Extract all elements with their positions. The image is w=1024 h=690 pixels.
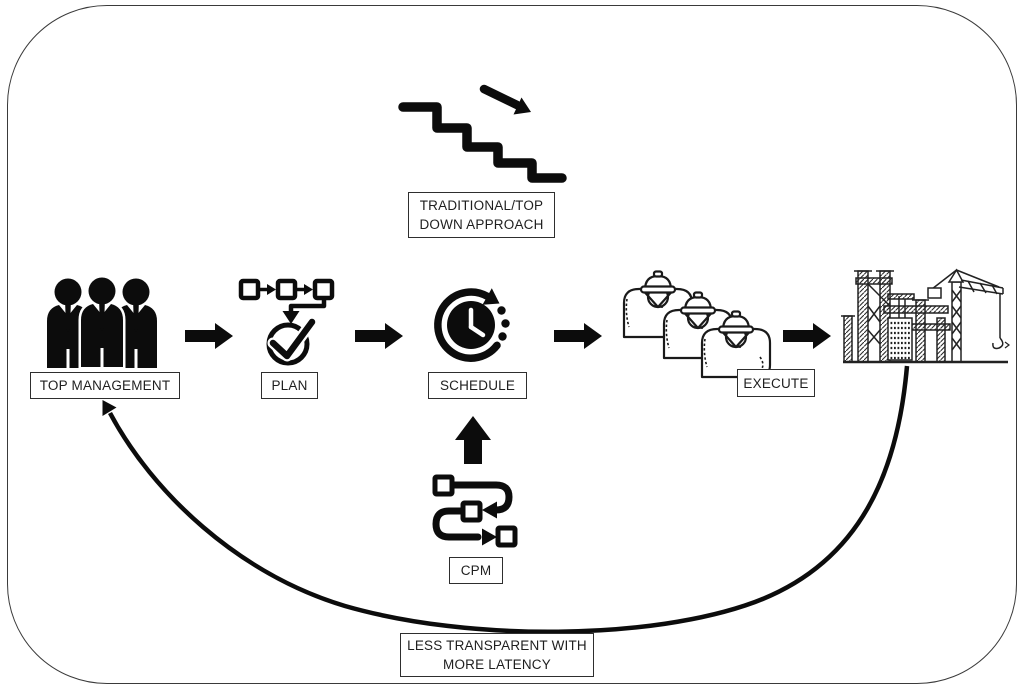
cpm-label: CPM [449, 557, 503, 584]
construction-workers-icon [622, 270, 772, 379]
business-team-icon [47, 278, 157, 369]
feedback-label-line1: LESS TRANSPARENT WITH [407, 638, 587, 653]
node-label-schedule: SCHEDULE [428, 372, 527, 399]
top-banner-label-line2: DOWN APPROACH [419, 217, 544, 232]
flow-arrow-1 [185, 323, 233, 349]
feedback-label: LESS TRANSPARENT WITH MORE LATENCY [400, 633, 594, 677]
top-banner-label: TRADITIONAL/TOP DOWN APPROACH [408, 192, 555, 238]
node-label-top-management: TOP MANAGEMENT [30, 372, 180, 399]
flow-arrow-2 [355, 323, 403, 349]
node-label-plan: PLAN [261, 372, 318, 399]
serpentine-process-icon [432, 474, 518, 548]
construction-site-icon [841, 268, 1010, 364]
feedback-curve-arrow [102, 365, 910, 635]
recurring-clock-icon [434, 288, 510, 362]
task-flow-check-icon [238, 278, 335, 366]
flow-arrow-3 [554, 323, 602, 349]
cpm-up-arrow [455, 416, 491, 464]
descending-stairs-icon [398, 84, 567, 183]
node-label-execute: EXECUTE [737, 369, 815, 397]
feedback-label-line2: MORE LATENCY [443, 657, 551, 672]
top-banner-label-line1: TRADITIONAL/TOP [419, 198, 544, 213]
flow-arrow-4 [783, 323, 831, 349]
